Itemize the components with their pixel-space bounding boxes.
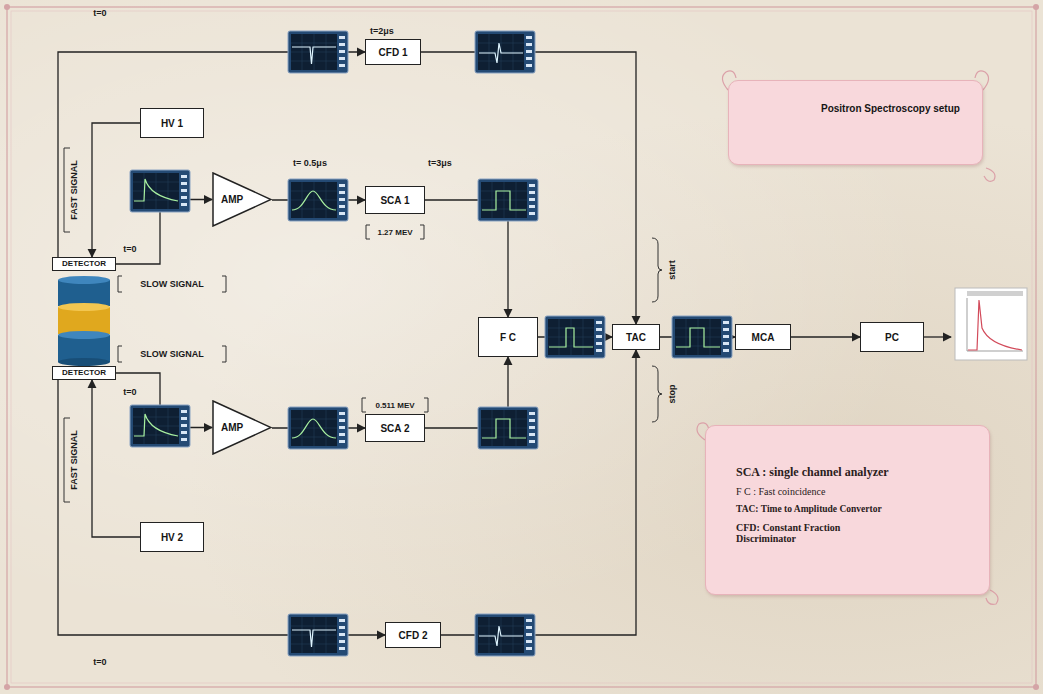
timing-label: t= 0.5μs xyxy=(293,158,327,168)
decor-curl xyxy=(697,71,998,605)
box-label: MCA xyxy=(752,332,775,343)
box-label: F C xyxy=(500,332,516,343)
output-wire xyxy=(924,336,951,337)
box-label: CFD 2 xyxy=(399,630,428,641)
timing-label: t=0 xyxy=(123,387,136,397)
power-supply-box: HV 1 xyxy=(140,108,204,138)
panel-text: CFD: Constant Fraction Discriminator xyxy=(736,522,886,544)
signal-label: FAST SIGNAL xyxy=(69,160,79,220)
box-label: DETECTOR xyxy=(62,260,106,269)
process-box: SCA 1 xyxy=(365,186,425,214)
box-label: HV 2 xyxy=(161,532,183,543)
box-label: DETECTOR xyxy=(62,369,106,378)
bracket xyxy=(64,148,662,502)
scope-trace xyxy=(475,614,535,656)
box-label: CFD 1 xyxy=(379,47,408,58)
signal-wire xyxy=(58,52,365,257)
detector-box: DETECTOR xyxy=(52,257,116,271)
scope-trace xyxy=(478,407,538,449)
process-box: MCA xyxy=(735,324,791,350)
process-box: CFD 1 xyxy=(365,39,421,65)
box-label: SCA 2 xyxy=(380,423,409,434)
scope-trace xyxy=(288,614,348,656)
timing-label: t=2μs xyxy=(370,26,394,36)
signal-wire xyxy=(92,380,140,537)
signal-label: start xyxy=(667,260,677,280)
scintillator-stack xyxy=(58,276,110,366)
box-label: AMP xyxy=(221,194,243,205)
panel-text: TAC: Time to Amplitude Convertor xyxy=(736,504,956,514)
box-label: AMP xyxy=(221,422,243,433)
timing-label: t=0 xyxy=(93,657,106,667)
panel-text: F C : Fast coincidence xyxy=(736,486,956,497)
scope-trace xyxy=(288,179,348,221)
scope-trace xyxy=(478,179,538,221)
spectrum-plot xyxy=(955,288,1027,360)
timing-label: 1.27 MEV xyxy=(377,228,412,237)
signal-wire xyxy=(58,380,385,635)
process-box: CFD 2 xyxy=(385,622,441,648)
process-box: SCA 2 xyxy=(365,414,425,442)
timing-label: SLOW SIGNAL xyxy=(140,349,204,359)
scope-trace xyxy=(545,316,605,358)
signal-wire xyxy=(791,336,860,337)
timing-label: t=3μs xyxy=(428,158,452,168)
timing-label: t=0 xyxy=(123,244,136,254)
timing-label: SLOW SIGNAL xyxy=(140,279,204,289)
box-label: PC xyxy=(885,332,899,343)
scope-trace xyxy=(130,170,190,212)
signal-label: FAST SIGNAL xyxy=(69,430,79,490)
panel-text: Positron Spectroscopy setup xyxy=(821,103,960,114)
abbreviation-panel: SCA : single channel analyzer F C : Fast … xyxy=(705,425,990,595)
scope-trace xyxy=(130,405,190,447)
timing-label: t=0 xyxy=(93,8,106,18)
signal-wire xyxy=(441,350,636,635)
timing-label: 0.511 MEV xyxy=(375,401,414,410)
power-supply-box: HV 2 xyxy=(140,522,204,552)
computer-box: PC xyxy=(860,322,924,352)
title-panel: Positron Spectroscopy setup xyxy=(728,80,983,165)
signal-wire xyxy=(421,52,636,324)
scope-trace xyxy=(672,316,732,358)
process-box: TAC xyxy=(612,324,660,350)
amplifier-triangle: AMP xyxy=(212,400,272,455)
box-label: HV 1 xyxy=(161,118,183,129)
process-box: F C xyxy=(478,317,538,357)
scope-trace xyxy=(288,31,348,73)
scope-trace xyxy=(475,31,535,73)
panel-text: SCA : single channel analyzer xyxy=(736,466,956,479)
scope-trace xyxy=(288,407,348,449)
amplifier-triangle: AMP xyxy=(212,172,272,227)
signal-label: stop xyxy=(667,385,677,404)
box-label: TAC xyxy=(626,332,646,343)
box-label: SCA 1 xyxy=(380,195,409,206)
detector-box: DETECTOR xyxy=(52,366,116,380)
